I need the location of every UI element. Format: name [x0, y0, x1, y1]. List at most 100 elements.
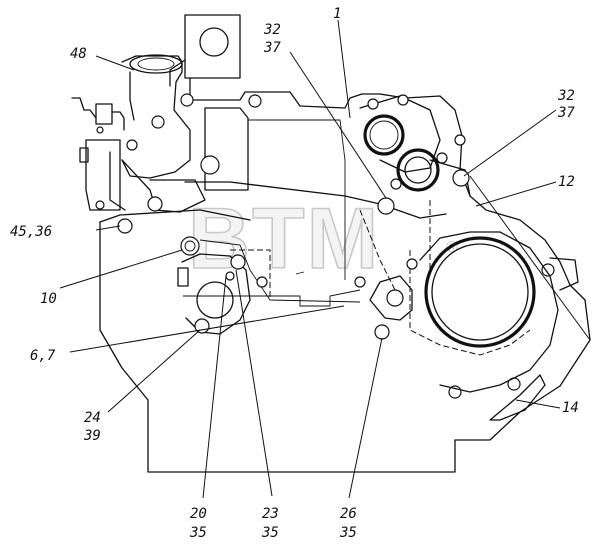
elbow-bolt-1 — [151, 115, 165, 129]
outlet-bolt-4 — [454, 134, 466, 146]
label-35-b: 35 — [261, 525, 279, 541]
cover-diagonal — [184, 181, 447, 219]
filter-plug — [177, 267, 189, 287]
timing-cover — [169, 14, 586, 421]
outlet-bolt-1 — [367, 98, 379, 110]
label-24: 24 — [84, 410, 101, 426]
bolt-32-37-right — [452, 169, 470, 187]
label-12: 12 — [558, 174, 575, 190]
label-37-right: 37 — [557, 105, 575, 121]
foot-bolt — [147, 196, 163, 212]
label-39: 39 — [83, 428, 101, 444]
hidden-contour-1 — [409, 250, 531, 356]
sensor-body — [95, 103, 113, 125]
leader-6-7 — [69, 305, 345, 353]
bolt-45-36 — [117, 218, 133, 234]
label-20: 20 — [190, 506, 207, 522]
lifting-bracket — [184, 14, 241, 79]
filter-housing — [177, 249, 271, 335]
bracket-screw — [95, 200, 105, 210]
label-26: 26 — [340, 506, 357, 522]
filter-bolt-right — [256, 276, 268, 288]
manifold-foot — [149, 179, 206, 213]
pipe-a — [109, 151, 126, 211]
leader-12 — [475, 181, 557, 207]
cover-bolt-top — [248, 94, 262, 108]
label-23: 23 — [262, 506, 279, 522]
watermark-text: BTM — [188, 191, 380, 287]
leader-10 — [59, 249, 183, 289]
leader-lines — [59, 19, 591, 499]
label-32-left: 32 — [263, 22, 281, 38]
lifting-eye-hole — [199, 27, 229, 57]
small-hole-1 — [406, 258, 418, 270]
block-contour — [199, 239, 361, 303]
filter-bolt-upper — [230, 254, 246, 270]
label-35-a: 35 — [189, 525, 207, 541]
label-10: 10 — [40, 291, 57, 307]
callout-labels: 1 32 37 48 32 37 12 45,36 10 6,7 14 24 3… — [10, 6, 579, 541]
cover-bolt-big — [200, 155, 220, 175]
o-ring-lower — [396, 148, 440, 192]
engine-block — [99, 196, 591, 473]
label-1: 1 — [333, 6, 341, 22]
lower-tab — [489, 374, 546, 421]
lower-pocket — [369, 275, 413, 321]
leader-1 — [337, 19, 351, 119]
bolt-10-head — [184, 240, 196, 252]
label-37-left: 37 — [263, 40, 281, 56]
filter-bolt-small — [225, 271, 235, 281]
leader-26-35 — [348, 337, 383, 499]
leader-14 — [515, 399, 561, 409]
filter-boss — [196, 281, 234, 319]
lug-bolt-hole — [541, 263, 555, 277]
pocket-bolt — [386, 289, 404, 307]
filter-body — [181, 253, 251, 335]
o-ring-upper — [363, 114, 405, 156]
bracket-rib — [169, 59, 186, 87]
label-6-7: 6,7 — [30, 348, 56, 364]
side-lug — [549, 257, 579, 291]
block-outline — [99, 221, 591, 473]
hidden-contour-3 — [359, 209, 396, 291]
cover-top-outline — [189, 77, 586, 301]
crank-seal-inner — [431, 243, 529, 341]
small-hole-2 — [354, 276, 366, 288]
callout-bolts — [117, 169, 470, 340]
outlet-bolt-5 — [390, 178, 402, 190]
label-48: 48 — [70, 46, 87, 62]
bolt-26-35 — [374, 324, 390, 340]
elbow-bore — [137, 57, 175, 71]
sensor-screw — [96, 126, 104, 134]
bolt-10 — [180, 236, 200, 256]
elbow-body — [121, 55, 191, 179]
block-flange — [183, 289, 361, 307]
block-mark — [295, 271, 305, 275]
label-32-right: 32 — [557, 88, 575, 104]
seal-housing — [419, 231, 559, 393]
outlet-bolt-3 — [436, 152, 448, 164]
sensor-bracket — [85, 139, 121, 211]
crank-seal-area — [354, 200, 559, 393]
block-top-edge — [99, 209, 251, 223]
elbow-bolt-3 — [126, 139, 138, 151]
leader-12-ext — [469, 175, 591, 341]
leader-23-35 — [235, 269, 273, 497]
elbow-flange — [129, 54, 183, 74]
cover-panel — [204, 107, 249, 191]
pocket-boss — [369, 275, 413, 321]
leader-32-37-left — [289, 51, 387, 199]
label-45-36: 45,36 — [10, 224, 52, 240]
leader-48 — [95, 55, 135, 71]
outlet-bolt-2 — [397, 94, 409, 106]
leader-24-39 — [107, 329, 201, 413]
label-14: 14 — [562, 400, 579, 416]
sensor-plug — [71, 97, 97, 119]
elbow-pipe-left — [129, 71, 135, 121]
o-ring-upper-inner — [369, 120, 399, 150]
crank-seal-outer — [424, 236, 536, 348]
bolt-32-37-left — [377, 197, 395, 215]
o-ring-lower-bore — [404, 156, 432, 184]
